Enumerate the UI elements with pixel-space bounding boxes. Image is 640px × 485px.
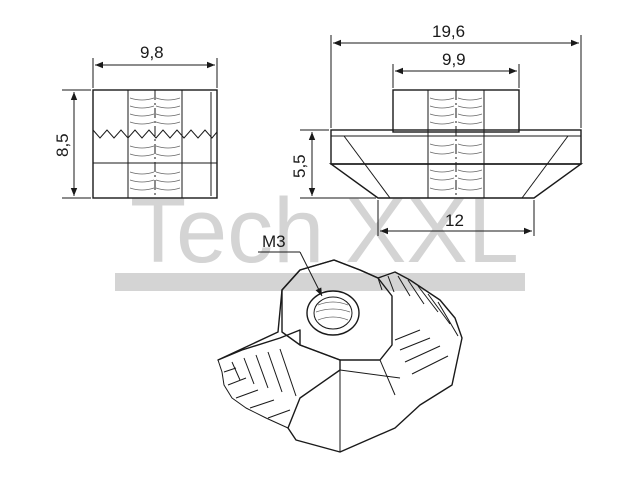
thread-hole-inner — [313, 296, 353, 330]
thread-hole-outer — [306, 290, 360, 336]
side-thread-shading — [429, 97, 483, 191]
dim-label-side-bottom-width: 12 — [445, 211, 464, 230]
front-view — [92, 89, 218, 199]
dim-label-side-top-width: 9,9 — [442, 50, 466, 69]
dim-label-side-height: 5,5 — [290, 154, 309, 178]
dim-label-front-height: 8,5 — [53, 133, 72, 157]
dim-label-front-width: 9,8 — [140, 43, 164, 62]
dim-side-height: 5,5 — [290, 129, 376, 199]
dim-side-bottom-width: 12 — [377, 200, 535, 236]
dim-front-height: 8,5 — [53, 89, 91, 199]
dim-side-total-width: 19,6 — [330, 22, 582, 128]
isometric-view — [217, 259, 463, 453]
tnut-teeth-right — [377, 275, 459, 375]
side-view — [328, 89, 584, 199]
dim-side-top-width: 9,9 — [392, 50, 520, 88]
dim-label-thread: M3 — [262, 232, 286, 251]
front-thread-shading — [129, 97, 181, 191]
watermark: Tech XXL — [115, 180, 525, 291]
dim-label-side-total-width: 19,6 — [432, 22, 465, 41]
tnut-center-block — [281, 259, 393, 361]
dim-thread-callout: M3 — [258, 232, 323, 297]
dim-front-width: 9,8 — [92, 43, 218, 88]
watermark-text-left: Tech — [130, 180, 324, 282]
side-view-taper — [328, 163, 584, 199]
watermark-bar — [115, 273, 525, 291]
tnut-teeth-left — [217, 348, 297, 429]
